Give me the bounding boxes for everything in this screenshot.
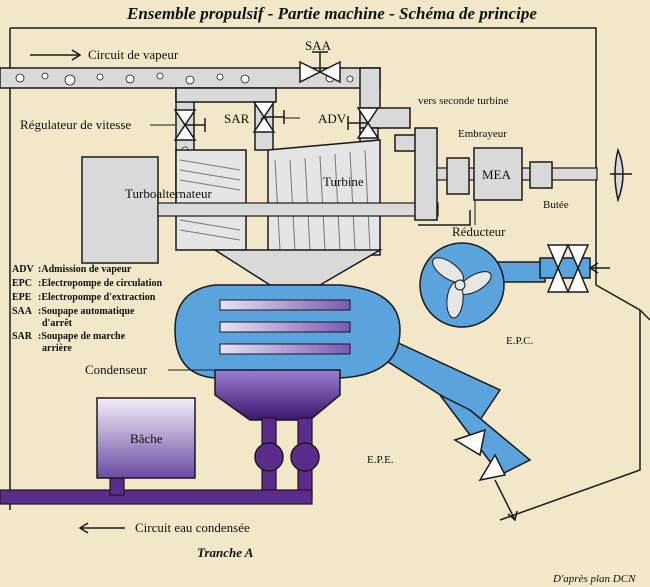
propeller-icon xyxy=(610,147,632,203)
main-shaft xyxy=(157,202,439,217)
flow-arrows xyxy=(30,49,610,534)
valve-saa xyxy=(299,51,341,84)
valve-regulateur xyxy=(173,109,206,141)
label-circuit-vapeur: Circuit de vapeur xyxy=(88,47,179,62)
legend-abbr-saa: SAA xyxy=(12,306,33,317)
epe-pump-2 xyxy=(290,442,320,472)
exhaust-duct xyxy=(212,249,383,286)
label-circuit-eau: Circuit eau condensée xyxy=(135,520,250,535)
legend: ADV :Admission de vapeur EPC :Electropom… xyxy=(12,264,163,354)
condenser-tube-3 xyxy=(219,343,351,355)
fan-icon xyxy=(432,257,492,319)
legend-text-sar: :Soupape de marche xyxy=(38,331,126,342)
turboalternateur-body xyxy=(175,149,247,251)
turboalternateur-box xyxy=(81,156,159,264)
epc-valves xyxy=(546,244,590,293)
bache-tank xyxy=(96,397,196,479)
legend-abbr-epc: EPC xyxy=(12,278,32,289)
label-tranche: Tranche A xyxy=(197,545,254,560)
legend-abbr-sar: SAR xyxy=(12,331,33,342)
page-title: Ensemble propulsif - Partie machine - Sc… xyxy=(126,4,537,23)
label-bache: Bâche xyxy=(130,431,163,446)
legend-text-sar-2: arrière xyxy=(42,343,72,354)
label-epc: E.P.C. xyxy=(506,335,533,347)
label-seconde-turbine: vers seconde turbine xyxy=(418,95,509,107)
label-turboalternateur: Turboalternateur xyxy=(125,186,213,201)
source-credit: D'après plan DCN xyxy=(552,573,636,585)
mea-box xyxy=(473,147,523,201)
legend-text-epc: :Electropompe de circulation xyxy=(38,278,163,289)
hull-outline xyxy=(9,27,650,521)
label-mea: MEA xyxy=(482,167,512,182)
condenser-tube-2 xyxy=(219,321,351,333)
label-adv: ADV xyxy=(318,111,347,126)
epe-valve xyxy=(453,428,507,482)
legend-abbr-adv: ADV xyxy=(12,264,34,275)
turboalternateur-blades xyxy=(179,159,241,241)
leader-lines xyxy=(150,117,476,371)
butee-box xyxy=(529,161,553,189)
label-condenseur: Condenseur xyxy=(85,362,148,377)
label-turbine: Turbine xyxy=(323,174,364,189)
label-epe: E.P.E. xyxy=(367,454,394,466)
label-regulateur: Régulateur de vitesse xyxy=(20,117,131,132)
label-sar: SAR xyxy=(224,111,250,126)
legend-text-adv: :Admission de vapeur xyxy=(38,264,132,275)
label-reducteur: Réducteur xyxy=(452,224,506,239)
embrayeur-box xyxy=(446,157,470,195)
legend-abbr-epe: EPE xyxy=(12,292,32,303)
valve-sar xyxy=(252,101,285,133)
reducteur-box xyxy=(414,127,438,221)
label-embrayeur: Embrayeur xyxy=(458,128,507,140)
label-saa: SAA xyxy=(305,38,332,53)
condenser-hotwell xyxy=(214,369,341,421)
condenser-tube-1 xyxy=(219,299,351,311)
legend-text-saa: :Soupape automatique xyxy=(38,306,135,317)
label-butee: Butée xyxy=(543,199,569,211)
legend-text-saa-2: d'arrêt xyxy=(42,318,73,329)
valve-adv xyxy=(347,107,380,139)
legend-text-epe: :Electropompe d'extraction xyxy=(38,292,156,303)
turbine-body xyxy=(267,139,381,256)
epe-pump-1 xyxy=(254,442,284,472)
